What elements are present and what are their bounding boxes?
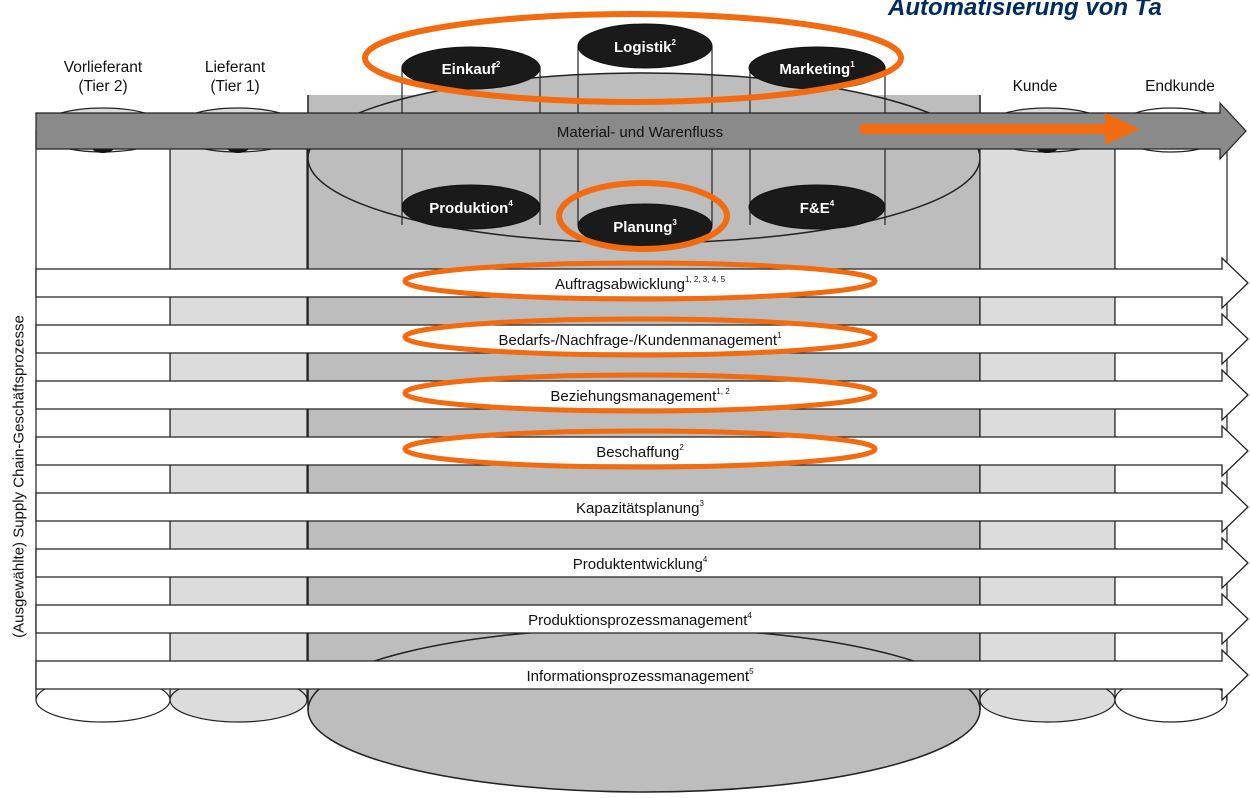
process-arrow [35,256,1249,310]
process-label: Beschaffung2 [596,443,684,461]
process-highlight-ring [402,428,878,470]
column-header-tier1-line2: (Tier 1) [210,78,260,95]
column-header-tier2: Vorlieferant (Tier 2) [48,58,158,96]
column-header-endkunde: Endkunde [1145,78,1215,95]
column-header-tier1-line1: Lieferant [204,59,266,76]
process-highlight-ring [402,260,878,302]
function-base-produktion [401,184,541,230]
functions-highlight-ring [362,11,904,105]
flow-highlight-arrow [860,113,1140,145]
process-label: Produktionsprozessmanagement4 [528,611,752,629]
function-top-einkauf [401,46,541,90]
material-flow-label: Material- und Warenfluss [557,124,723,141]
process-label: Beziehungsmanagement1, 2 [550,387,730,405]
business-processes-side-label: (Ausgewählte) Supply Chain-Geschäftsproz… [10,315,28,638]
process-label: Produktentwicklung4 [573,555,708,573]
process-highlight-ring [402,316,878,358]
column-header-tier1: Lieferant (Tier 1) [180,58,290,96]
process-arrow [35,312,1249,366]
column-header-tier2-line1: Vorlieferant [63,59,143,76]
function-base-fue [748,184,886,230]
page-title: Automatisierung von Ta [888,0,1162,21]
column-header-tier2-line2: (Tier 2) [78,78,128,95]
function-label-produktion: Produktion4 [429,199,513,217]
process-arrow [35,592,1249,646]
column-header-kunde: Kunde [1012,78,1058,95]
center-cylinder-bottom [307,627,981,793]
process-arrow [35,424,1249,478]
function-label-marketing: Marketing1 [779,60,855,78]
planung-highlight-ring [556,180,730,252]
process-label: Bedarfs-/Nachfrage-/Kundenmanagement1 [499,331,783,349]
process-label: Kapazitätsplanung3 [576,499,704,517]
function-label-planung: Planung3 [613,218,677,236]
function-top-logistik [577,23,713,69]
process-arrow [35,480,1249,534]
function-label-logistik: Logistik2 [614,38,677,56]
function-label-einkauf: Einkauf2 [442,60,501,78]
process-label: Informationsprozessmanagement5 [526,667,754,685]
material-flow-arrow [35,101,1247,161]
process-label: Auftragsabwicklung1, 2, 3, 4, 5 [555,275,726,293]
process-arrow [35,536,1249,590]
process-highlight-ring [402,372,878,414]
process-arrow [35,648,1249,702]
process-arrow [35,368,1249,422]
function-label-fue: F&E4 [800,199,835,217]
